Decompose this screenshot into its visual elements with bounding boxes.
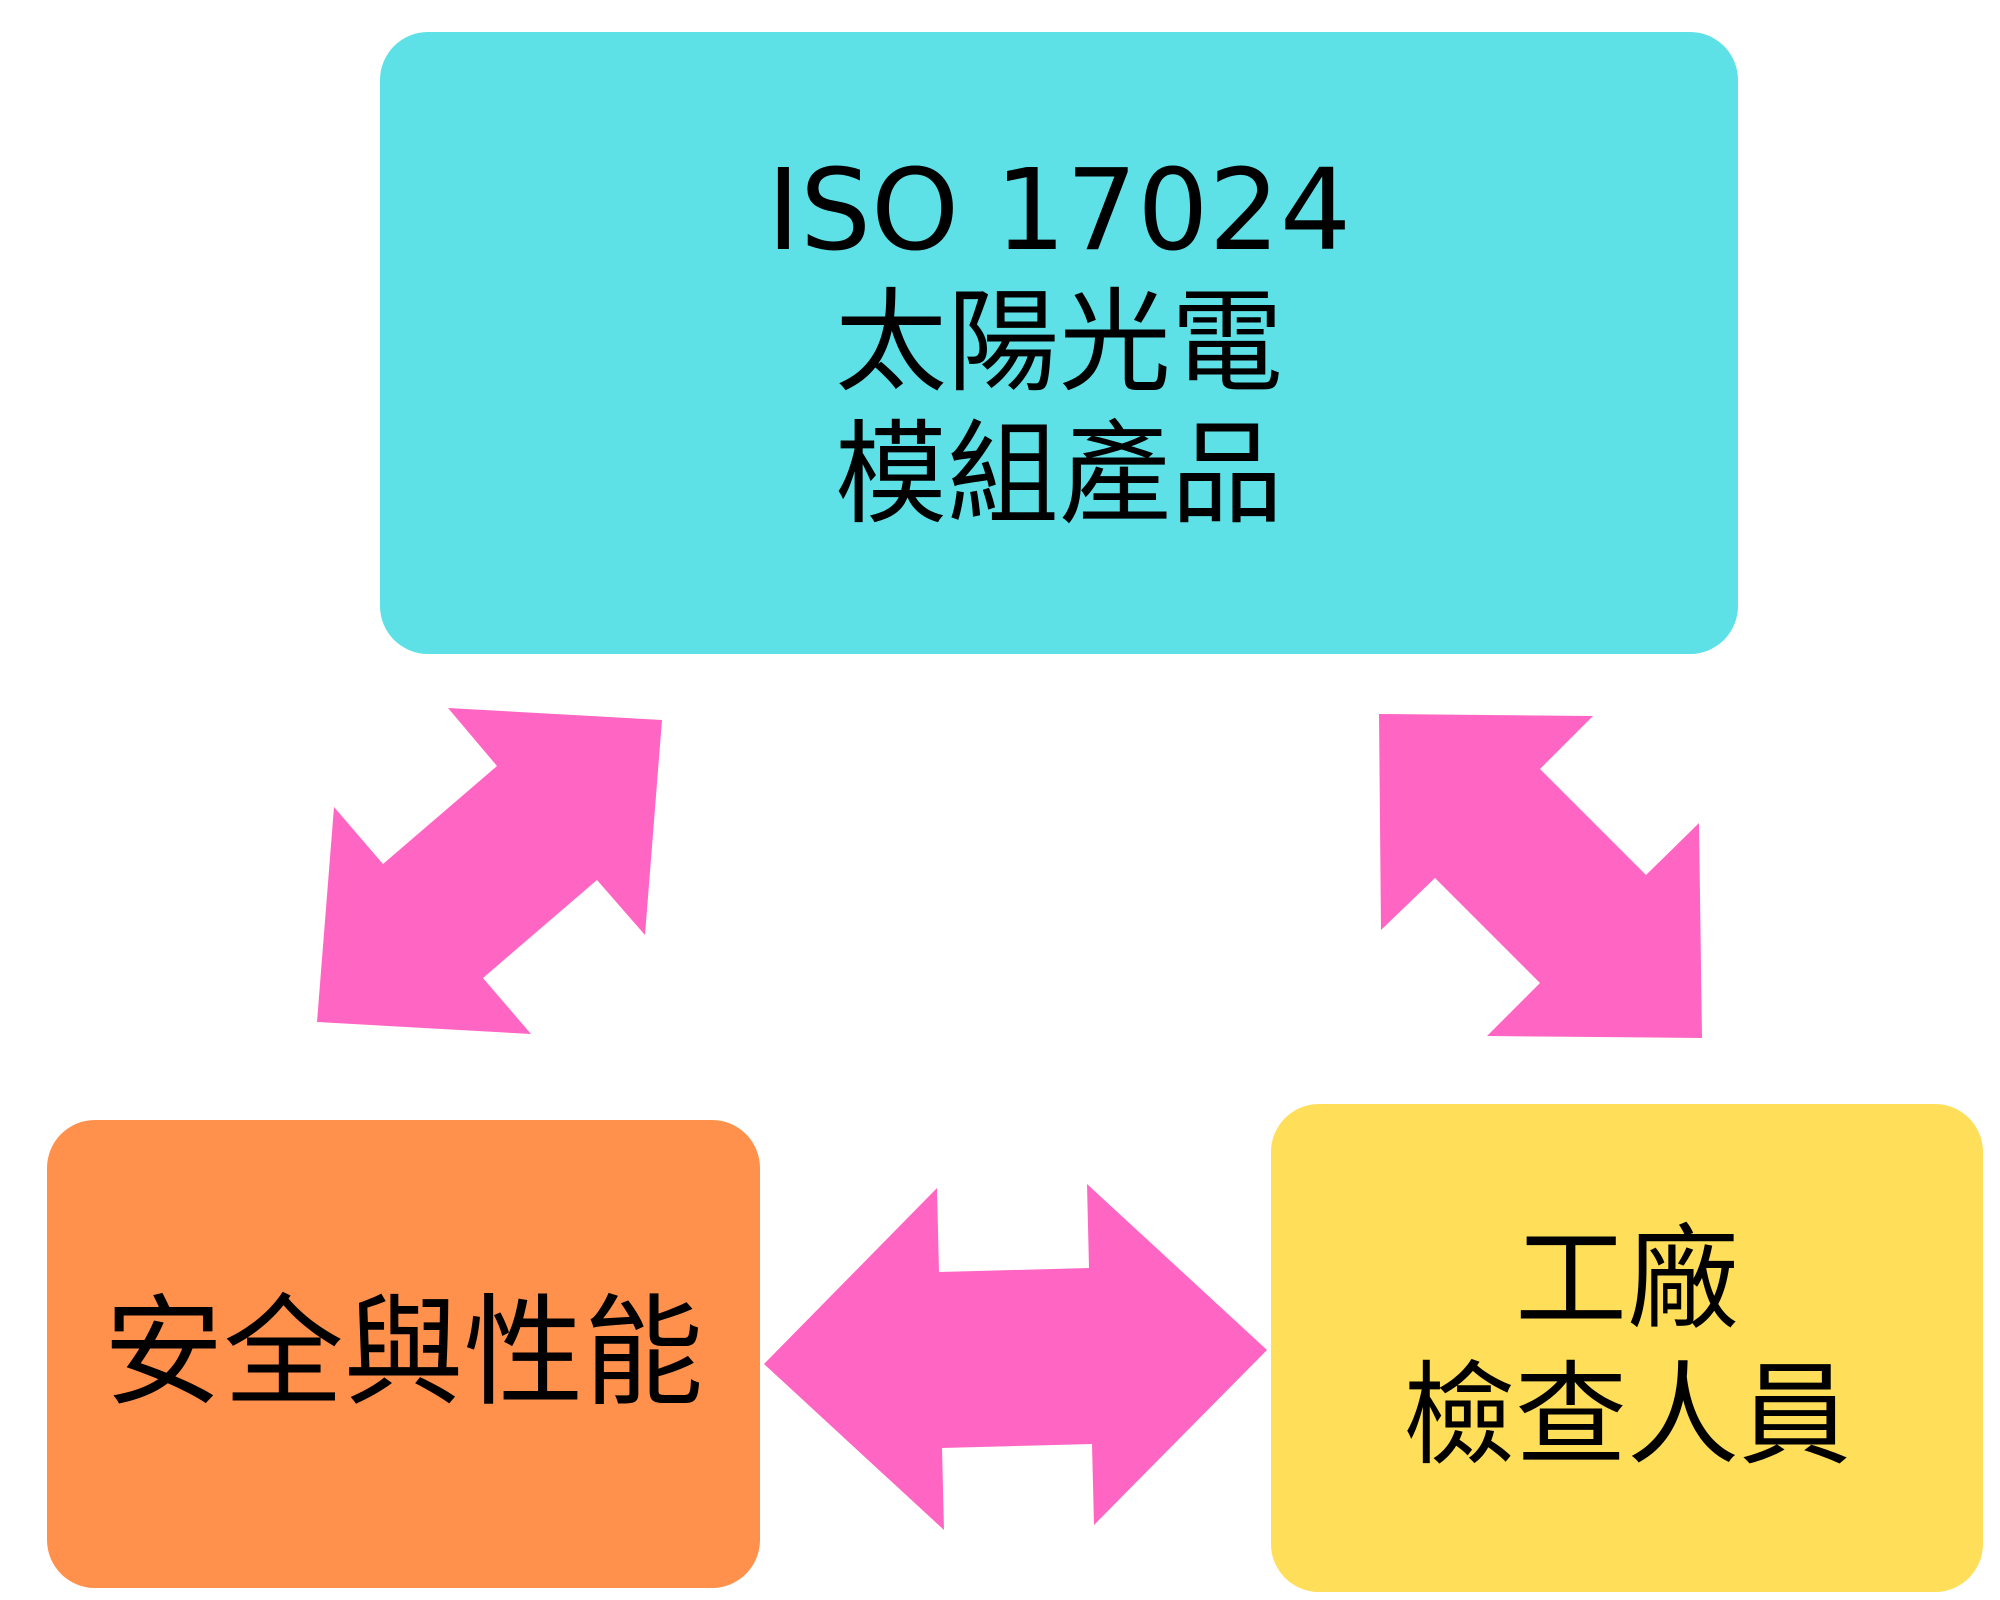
node-right-line-2: 檢查人員 [1403, 1351, 1851, 1481]
node-top-line-1: ISO 17024 [766, 146, 1352, 276]
node-safety-performance: 安全與性能 [47, 1120, 760, 1588]
node-top-line-2: 太陽光電 [835, 278, 1283, 408]
node-right-line-1: 工廠 [1515, 1215, 1739, 1345]
node-iso-17024-pv-module: ISO 17024 太陽光電 模組產品 [380, 32, 1738, 654]
node-top-line-3: 模組產品 [835, 410, 1283, 540]
node-factory-inspectors: 工廠 檢查人員 [1271, 1104, 1983, 1592]
arrow-top-left [317, 708, 662, 1034]
node-left-line-1: 安全與性能 [103, 1284, 704, 1423]
arrow-left-right [764, 1184, 1267, 1530]
arrow-top-right [1379, 714, 1702, 1038]
